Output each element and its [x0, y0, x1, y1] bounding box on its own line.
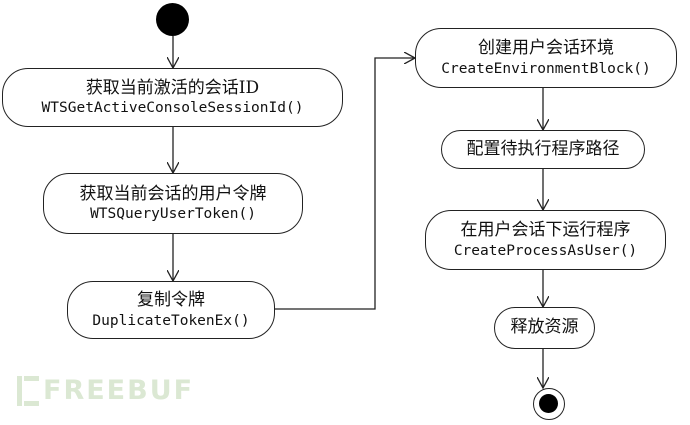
node-duplicate-token-label: 复制令牌: [137, 290, 205, 311]
node-get-active-session-label: 获取当前激活的会话ID: [85, 77, 260, 98]
end-node-inner: [539, 394, 558, 413]
end-node: [533, 388, 565, 420]
arrow-duplicate-to-create-env: [275, 58, 415, 310]
node-release-resources-label: 释放资源: [510, 317, 579, 338]
node-duplicate-token: 复制令牌 DuplicateTokenEx(): [67, 281, 275, 339]
node-create-environment: 创建用户会话环境 CreateEnvironmentBlock(): [415, 28, 677, 88]
freebuf-watermark: FREEBUF: [17, 375, 194, 406]
node-create-environment-label: 创建用户会话环境: [478, 38, 614, 59]
node-create-environment-api: CreateEnvironmentBlock(): [441, 60, 651, 77]
watermark-logo-icon: [17, 375, 39, 406]
start-node: [156, 3, 189, 36]
node-duplicate-token-api: DuplicateTokenEx(): [92, 312, 250, 329]
node-query-user-token: 获取当前会话的用户令牌 WTSQueryUserToken(): [43, 173, 303, 234]
watermark-text: FREEBUF: [43, 375, 195, 406]
node-configure-path-label: 配置待执行程序路径: [466, 138, 620, 159]
node-query-user-token-label: 获取当前会话的用户令牌: [79, 183, 267, 204]
node-create-process-label: 在用户会话下运行程序: [460, 220, 631, 241]
node-query-user-token-api: WTSQueryUserToken(): [90, 206, 256, 223]
node-create-process-api: CreateProcessAsUser(): [453, 242, 638, 259]
node-create-process: 在用户会话下运行程序 CreateProcessAsUser(): [425, 210, 666, 270]
node-configure-path: 配置待执行程序路径: [441, 130, 645, 169]
node-release-resources: 释放资源: [494, 307, 595, 349]
node-get-active-session-api: WTSGetActiveConsoleSessionId(): [41, 100, 304, 117]
node-get-active-session: 获取当前激活的会话ID WTSGetActiveConsoleSessionId…: [2, 68, 343, 127]
